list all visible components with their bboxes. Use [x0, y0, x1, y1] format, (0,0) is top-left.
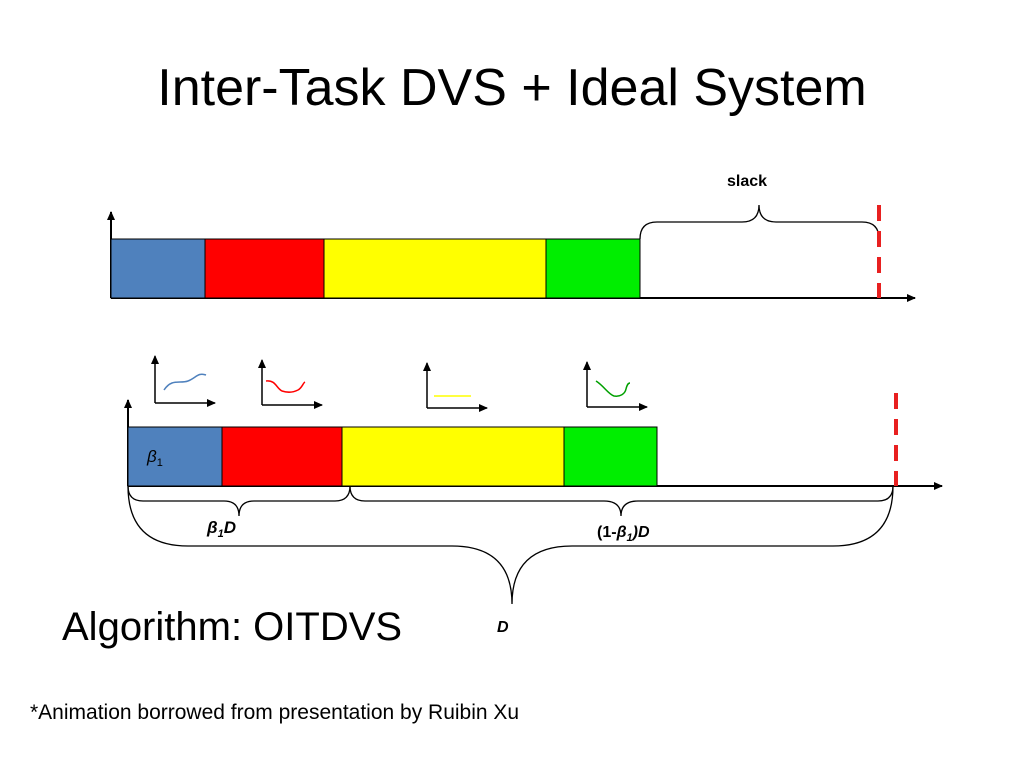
bottom-timeline — [124, 393, 943, 605]
task-1-beta-label: β1 — [147, 447, 163, 469]
speed-curve-chart-1 — [151, 355, 216, 407]
top-task-1 — [110, 238, 206, 299]
d-brace — [127, 485, 894, 605]
slack-brace — [639, 204, 880, 240]
paren-d-suffix: )D — [632, 524, 650, 541]
speed-curve-2 — [265, 380, 306, 393]
one-minus-beta-d-label: (1-β1)D — [597, 524, 650, 544]
slack-label: slack — [727, 173, 768, 190]
one-minus-beta-d-brace — [349, 485, 894, 517]
speed-curve-chart-3 — [423, 362, 488, 412]
one-minus-prefix: (1- — [597, 524, 617, 541]
timeline-diagram — [107, 204, 943, 605]
speed-curve-chart-4 — [583, 361, 648, 411]
slide-title: Inter-Task DVS + Ideal System — [157, 59, 867, 117]
bottom-task-4 — [563, 426, 658, 487]
speed-curve-1 — [163, 373, 207, 391]
bottom-task-1 — [127, 426, 223, 487]
beta-d-brace — [127, 485, 351, 517]
speed-curve-4 — [595, 380, 631, 397]
beta-symbol: β — [147, 447, 157, 466]
beta-subscript: 1 — [156, 457, 163, 469]
algorithm-label: Algorithm: OITDVS — [62, 605, 403, 649]
beta-d-label: β1D — [207, 518, 236, 540]
beta-symbol: β — [207, 518, 218, 537]
top-task-3 — [323, 238, 547, 299]
top-task-2 — [204, 238, 325, 299]
bottom-task-2 — [221, 426, 343, 487]
beta-subscript: 1 — [217, 528, 224, 540]
beta-symbol: β — [616, 524, 627, 541]
top-task-4 — [545, 238, 641, 299]
speed-curve-chart-2 — [258, 359, 323, 409]
beta-subscript: 1 — [626, 532, 633, 544]
footnote: *Animation borrowed from presentation by… — [30, 701, 520, 724]
top-timeline — [107, 204, 916, 302]
d-label: D — [497, 619, 509, 636]
d-symbol: D — [223, 518, 236, 537]
bottom-task-3 — [341, 426, 565, 487]
